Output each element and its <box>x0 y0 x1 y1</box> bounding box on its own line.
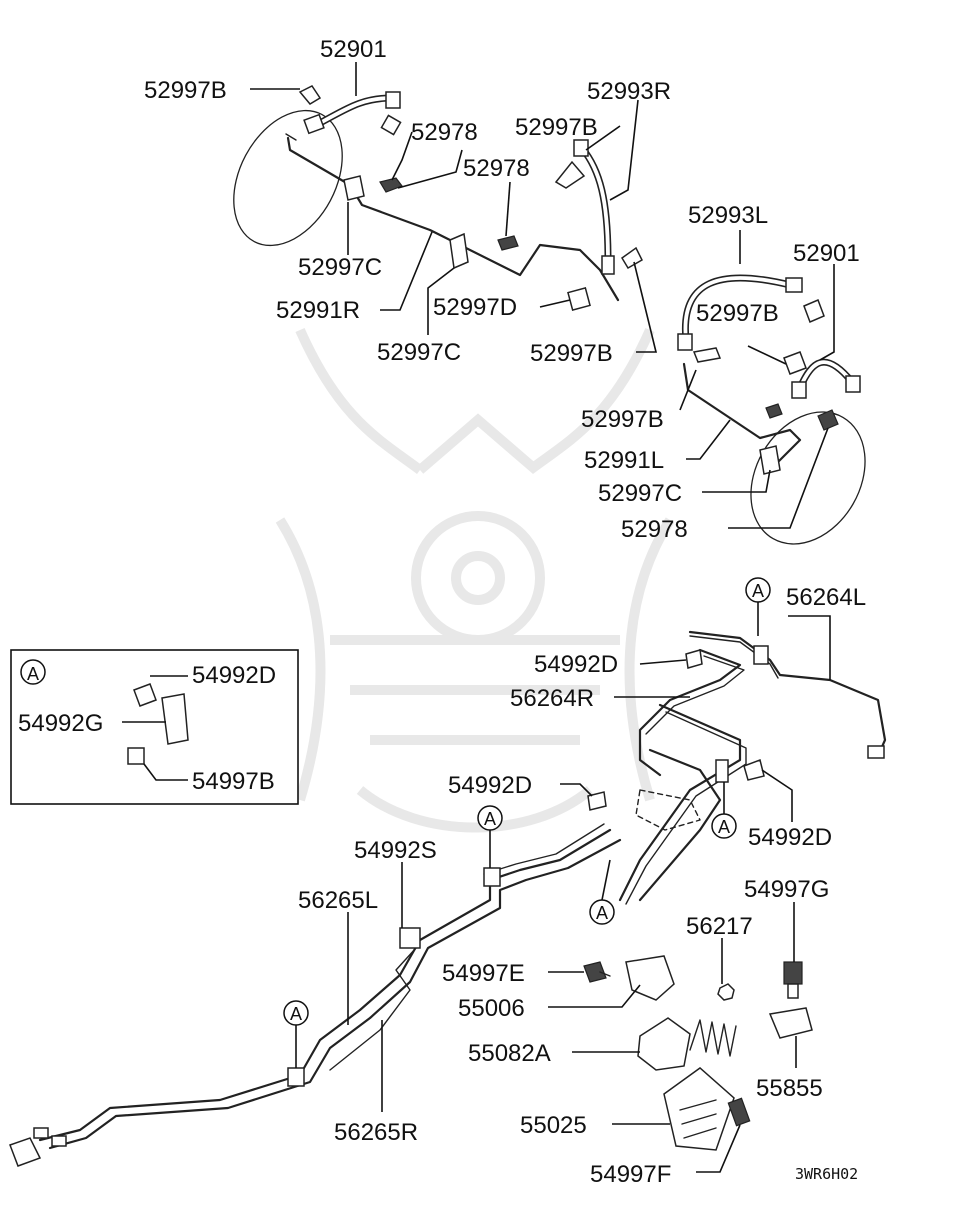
detail-marker-circle <box>20 659 46 685</box>
label-52978-right: 52978 <box>621 516 688 543</box>
marker-a-3: A <box>477 805 503 868</box>
label-54997F: 54997F <box>590 1161 671 1188</box>
label-52997D: 52997D <box>433 294 517 321</box>
label-56265L: 56265L <box>298 887 378 914</box>
detail-label-54992G: 54992G <box>18 710 103 737</box>
leader-lines <box>250 62 835 1173</box>
svg-text:A: A <box>290 1004 302 1024</box>
label-54992D-a: 54992D <box>534 651 618 678</box>
label-54992S: 54992S <box>354 837 437 864</box>
label-54997E: 54997E <box>442 960 525 987</box>
marker-a-4: A <box>589 859 615 925</box>
label-56217: 56217 <box>686 913 753 940</box>
label-52997C-a: 52997C <box>298 254 382 281</box>
detail-label-54992D: 54992D <box>192 662 276 689</box>
label-56264R: 56264R <box>510 685 594 712</box>
svg-text:A: A <box>718 817 730 837</box>
valve-sensor-group <box>583 955 813 1151</box>
marker-a-2: A <box>711 782 737 839</box>
callout-labels: 52901 52997B 52978 52978 52997C 52991R 5… <box>144 36 866 1188</box>
label-52978-a: 52978 <box>411 119 478 146</box>
detail-label-54997B: 54997B <box>192 768 275 795</box>
label-55006: 55006 <box>458 995 525 1022</box>
front-right-caliper-outline <box>750 411 866 545</box>
rear-brake-lines-group <box>9 630 887 1167</box>
label-52901-top: 52901 <box>320 36 387 63</box>
label-52991L: 52991L <box>584 447 664 474</box>
label-55082A: 55082A <box>468 1040 551 1067</box>
label-52901-right: 52901 <box>793 240 860 267</box>
svg-text:A: A <box>596 903 608 923</box>
label-52997B-low: 52997B <box>530 340 613 367</box>
diagram-code: 3WR6H02 <box>795 1165 858 1183</box>
label-56264L: 56264L <box>786 584 866 611</box>
label-54997G: 54997G <box>744 876 829 903</box>
label-52997B-mid: 52997B <box>515 114 598 141</box>
detail-marker-letter: A <box>27 664 39 684</box>
front-left-caliper-outline <box>233 109 343 247</box>
label-55855: 55855 <box>756 1075 823 1102</box>
svg-text:A: A <box>484 809 496 829</box>
front-left-brake-group <box>233 85 643 311</box>
label-56265R: 56265R <box>334 1119 418 1146</box>
detail-box-a: A 54992D 54992G 54997B <box>10 649 299 805</box>
label-52978-b: 52978 <box>463 155 530 182</box>
reference-markers: A A A A A <box>283 577 771 1068</box>
label-52997B-right: 52997B <box>696 300 779 327</box>
label-52991R: 52991R <box>276 297 360 324</box>
watermark-emblem <box>275 327 675 833</box>
marker-a-1: A <box>745 577 771 636</box>
label-54992D-c: 54992D <box>748 824 832 851</box>
label-52997B-top: 52997B <box>144 77 227 104</box>
label-52997C-right: 52997C <box>598 480 682 507</box>
label-52993L: 52993L <box>688 202 768 229</box>
label-52997C-b: 52997C <box>377 339 461 366</box>
label-52997B-right2: 52997B <box>581 406 664 433</box>
marker-a-5: A <box>283 1000 309 1068</box>
svg-text:A: A <box>752 581 764 601</box>
label-55025: 55025 <box>520 1112 587 1139</box>
label-52993R: 52993R <box>587 78 671 105</box>
front-right-brake-group <box>677 274 866 545</box>
label-54992D-b: 54992D <box>448 772 532 799</box>
